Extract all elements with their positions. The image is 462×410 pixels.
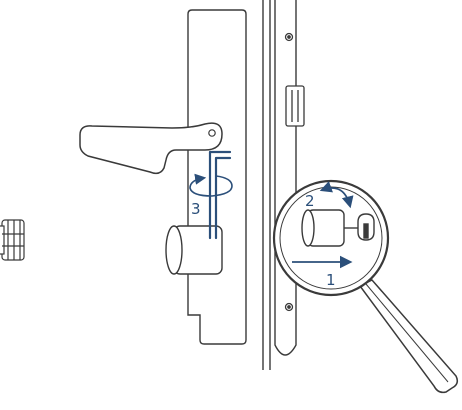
rotation-arrow-3: [189, 173, 233, 197]
step-3-label: 3: [191, 200, 201, 218]
rotation-arrow-2: [319, 181, 354, 209]
allen-key-icon: [208, 150, 232, 240]
latch-bolt: [285, 85, 305, 127]
cylinder-part-icon: [0, 219, 25, 261]
magnifier-icon: [272, 179, 459, 394]
strike-plate: [284, 32, 305, 312]
thumbturn-cylinder: [165, 225, 223, 275]
step-1-label: 1: [326, 271, 336, 289]
door-handle-icon: [79, 122, 223, 175]
cylinder-lock-icon: [301, 209, 375, 247]
step-2-label: 2: [305, 192, 315, 210]
door-frame: [262, 0, 297, 370]
